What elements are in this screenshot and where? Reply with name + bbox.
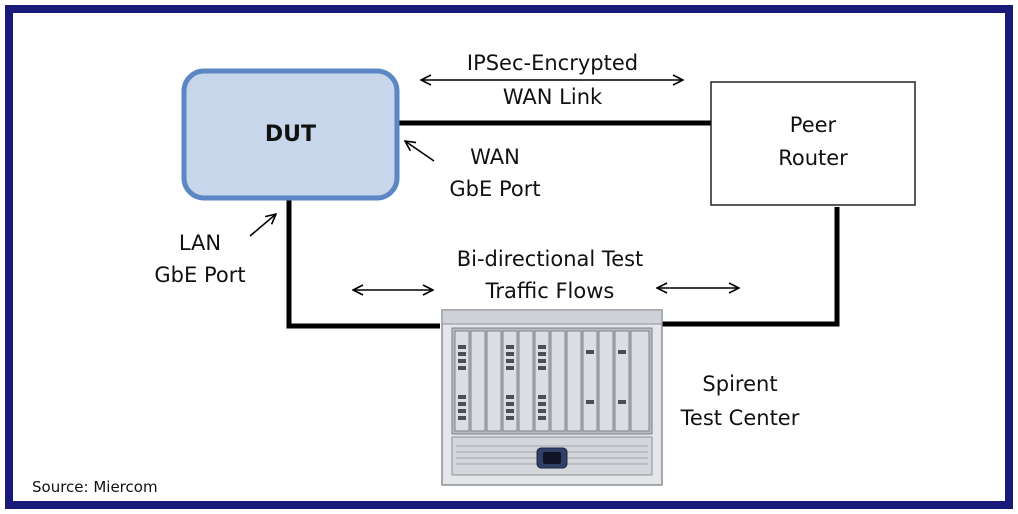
- lan-port-pointer-arrow: [249, 214, 276, 237]
- traffic-label-line1: Bi-directional Test: [456, 247, 644, 271]
- traffic-label-line2: Traffic Flows: [485, 279, 615, 303]
- dut-box: [181, 68, 400, 201]
- dut-label: DUT: [264, 122, 317, 147]
- spirent-label-line1: Spirent: [702, 372, 778, 396]
- peer-router-label-line1: Peer: [789, 113, 837, 137]
- wan-link-label-line2: WAN Link: [502, 85, 603, 109]
- wan-port-label-line1: WAN: [470, 145, 520, 169]
- peer-router-box: [710, 81, 916, 206]
- spirent-chassis-image: [441, 309, 663, 486]
- lan-connection-line: [286, 200, 440, 329]
- wan-port-label-line2: GbE Port: [449, 177, 541, 201]
- source-caption: Source: Miercom: [32, 478, 158, 496]
- wan-port-pointer-arrow: [405, 141, 435, 162]
- lan-port-label-line1: LAN: [178, 231, 222, 255]
- peer-router-label-line2: Router: [778, 146, 848, 170]
- wan-link-label-line1: IPSec-Encrypted: [466, 51, 639, 75]
- spirent-to-peer-line: [660, 207, 840, 327]
- lan-port-label-line2: GbE Port: [154, 263, 246, 287]
- spirent-label-line2: Test Center: [680, 406, 800, 430]
